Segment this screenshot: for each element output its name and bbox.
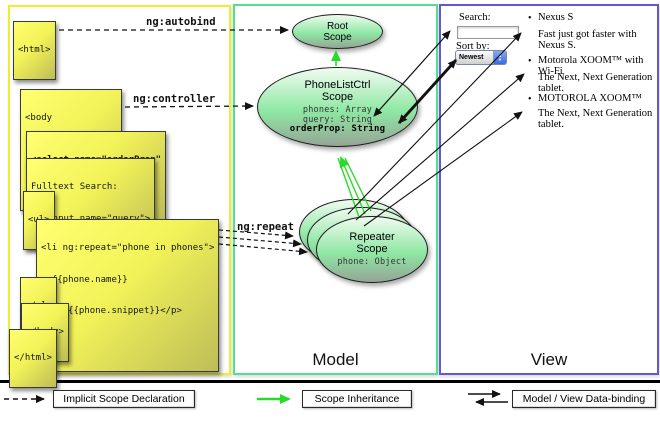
- code-line: <input name="query">: [31, 214, 150, 225]
- code-box-html-close: </html>: [9, 329, 57, 388]
- repeater-scope-ellipse: Repeater Scope phone: Object: [316, 216, 428, 283]
- model-column-label: Model: [312, 350, 359, 369]
- repeater-title: Repeater: [349, 231, 395, 244]
- phone-property: phone: Object: [337, 257, 407, 268]
- code-line: {{phone.name}}: [41, 274, 128, 285]
- ng-controller-label: ng:controller: [133, 93, 216, 105]
- code-box-html-open: <html>: [13, 21, 56, 80]
- legend-data-binding: Model / View Data-binding: [512, 390, 656, 408]
- bullet-icon: •: [528, 13, 532, 24]
- sort-dropdown-value: Newest: [459, 54, 484, 61]
- phonelistctrl-title: Scope: [321, 91, 354, 104]
- ng-autobind-label: ng:autobind: [146, 16, 216, 28]
- phones-property: phones: Array: [302, 105, 373, 116]
- code-line: </html>: [14, 353, 52, 363]
- root-scope-title: Root: [326, 20, 349, 32]
- phone-item-title: MOTOROLA XOOM™: [538, 93, 642, 104]
- phone-item-desc: The Next, Next Generation tablet.: [538, 108, 653, 130]
- code-line: <html>: [18, 45, 51, 55]
- legend-separator: [0, 380, 660, 383]
- legend-implicit-scope: Implicit Scope Declaration: [53, 390, 195, 408]
- code-line: <li ng:repeat="phone in phones">: [41, 243, 215, 253]
- dropdown-stepper-icon: ▲▼: [493, 51, 506, 64]
- ng-repeat-label: ng:repeat: [237, 221, 294, 233]
- code-line: <body: [25, 113, 53, 123]
- bullet-icon: •: [528, 94, 532, 105]
- phonelistctrl-scope-ellipse: PhoneListCtrl Scope phones: Array query:…: [257, 67, 418, 147]
- legend-scope-inheritance: Scope Inheritance: [302, 390, 412, 408]
- sort-dropdown[interactable]: Newest ▲▼: [455, 50, 507, 65]
- phone-item-desc: The Next, Next Generation tablet.: [538, 72, 653, 94]
- code-line: Fulltext Search:: [31, 182, 118, 192]
- view-column-label: View: [530, 350, 568, 369]
- query-property: query: String: [302, 114, 373, 125]
- phone-item-title: Nexus S: [538, 12, 574, 23]
- model-column: Model: [233, 4, 438, 375]
- phonelistctrl-title: PhoneListCtrl: [304, 79, 371, 92]
- repeater-title: Scope: [356, 243, 388, 256]
- code-line: <p>{{phone.snippet}}</p>: [41, 306, 182, 316]
- phone-item-title: Motorola XOOM™ with Wi-Fi: [538, 55, 644, 77]
- root-scope-title: Scope: [323, 31, 352, 43]
- phone-item-desc: Fast just got faster with Nexus S.: [538, 29, 637, 51]
- bullet-icon: •: [528, 56, 532, 67]
- search-label: Search:: [459, 12, 491, 23]
- search-input[interactable]: [457, 26, 519, 39]
- root-scope-ellipse: Root Scope: [292, 14, 383, 49]
- orderprop-property: orderProp: String: [289, 124, 386, 135]
